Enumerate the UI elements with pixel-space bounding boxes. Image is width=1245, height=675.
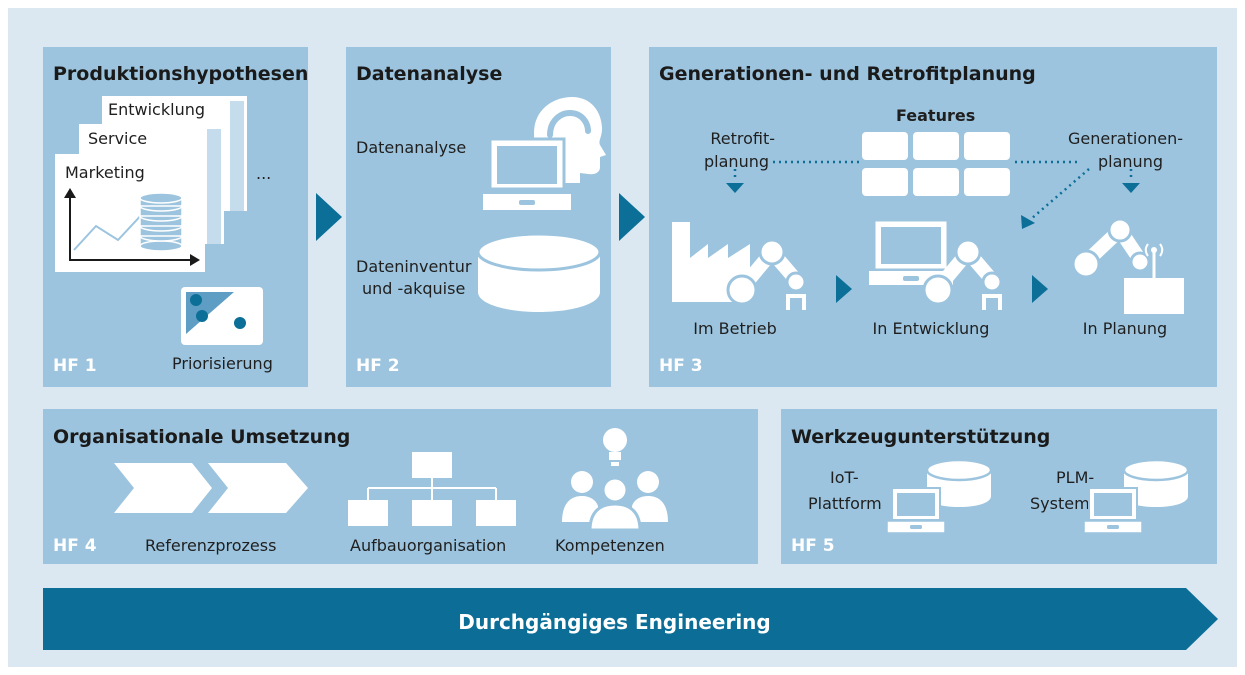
plm-line2: System	[1030, 494, 1090, 513]
hf5-title: Werkzeugunterstützung	[791, 426, 1051, 448]
arrow-right-icon	[316, 193, 342, 241]
org-chart-icon	[348, 452, 516, 526]
database-cylinder-icon	[925, 458, 993, 507]
planning-connectors	[726, 160, 1140, 229]
generation-line2: planung	[1098, 152, 1163, 171]
hf4-title: Organisationale Umsetzung	[53, 426, 351, 448]
doc-label-entwicklung: Entwicklung	[108, 100, 205, 119]
hf5-tag: HF 5	[791, 536, 835, 556]
laptop-icon	[1083, 487, 1143, 534]
dateninventur-line1: Dateninventur	[356, 257, 472, 276]
retrofit-line1: Retrofit-	[710, 129, 775, 148]
line-chart-icon	[64, 188, 200, 266]
priority-matrix-icon	[181, 287, 263, 345]
hf1-tag: HF 1	[53, 356, 97, 376]
features-label: Features	[896, 106, 976, 125]
database-icon	[139, 192, 183, 252]
team-idea-icon	[562, 428, 668, 532]
stage-in-planung: In Planung	[1082, 319, 1168, 338]
stage-im-betrieb: Im Betrieb	[693, 319, 777, 338]
doc-label-marketing: Marketing	[65, 163, 145, 182]
iot-line1: IoT-	[830, 468, 859, 487]
kompetenzen-label: Kompetenzen	[555, 536, 665, 555]
doc-more: ...	[256, 164, 272, 183]
database-cylinder-icon	[1122, 458, 1190, 507]
data-storage-cylinder-icon	[476, 232, 602, 312]
laptop-icon	[886, 487, 946, 534]
plm-line1: PLM-	[1056, 468, 1095, 487]
robot-arm-icon	[726, 238, 807, 310]
process-chevrons-icon	[114, 463, 308, 513]
dateninventur-line2: und -akquise	[362, 279, 466, 298]
hf3-title: Generationen- und Retrofitplanung	[659, 63, 1036, 85]
iot-line2: Plattform	[808, 494, 882, 513]
arrow-right-icon	[619, 193, 645, 241]
generation-line1: Generationen-	[1068, 129, 1184, 148]
hf4-tag: HF 4	[53, 536, 97, 556]
engineering-banner-arrow	[43, 588, 1218, 650]
laptop-icon	[481, 137, 573, 212]
retrofit-line2: planung	[704, 152, 769, 171]
datenanalyse-label: Datenanalyse	[356, 138, 467, 157]
stage-in-entwicklung: In Entwicklung	[872, 319, 990, 338]
hf3-tag: HF 3	[659, 356, 703, 376]
robot-arm-antenna-icon	[1071, 217, 1184, 314]
features-grid-icon	[862, 132, 1010, 196]
hf2-tag: HF 2	[356, 356, 400, 376]
priorisierung-label: Priorisierung	[172, 354, 273, 373]
robot-arm-icon	[922, 238, 1003, 310]
engineering-banner-label: Durchgängiges Engineering	[458, 610, 771, 634]
referenzprozess-label: Referenzprozess	[145, 536, 277, 555]
aufbauorganisation-label: Aufbauorganisation	[350, 536, 507, 555]
panel-hf3	[649, 47, 1217, 387]
hf1-title: Produktionshypothesen	[53, 63, 309, 85]
hf2-title: Datenanalyse	[356, 63, 503, 85]
doc-label-service: Service	[88, 129, 148, 148]
arrow-right-icon	[836, 275, 852, 303]
arrow-right-icon	[1032, 275, 1048, 303]
